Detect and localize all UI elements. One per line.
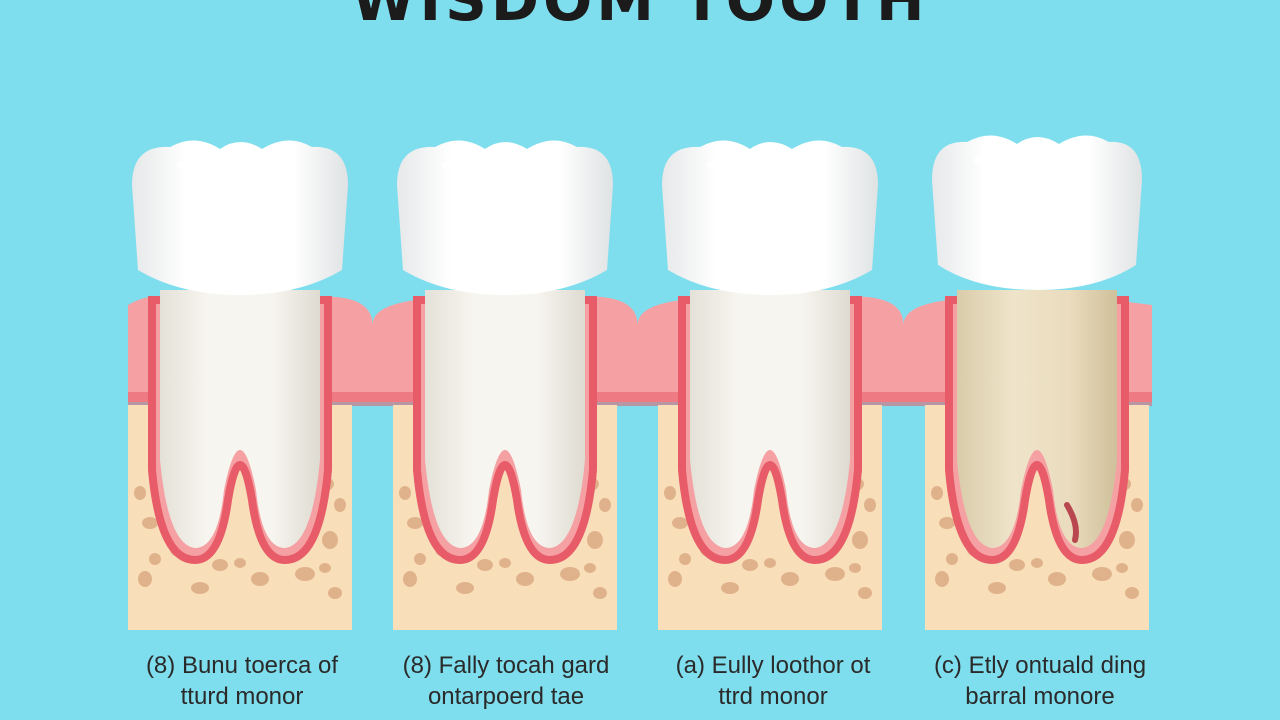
bone-trabecula <box>560 567 580 581</box>
bone-trabecula <box>1125 587 1139 599</box>
bone-trabecula <box>593 587 607 599</box>
bone-trabecula <box>1048 572 1066 586</box>
bone-trabecula <box>499 558 511 568</box>
bone-trabecula <box>858 587 872 599</box>
bone-trabecula <box>142 517 158 529</box>
bone-trabecula <box>584 563 596 573</box>
molar-tooth <box>397 140 613 565</box>
bone-trabecula <box>721 582 739 594</box>
bone-trabecula <box>599 498 611 512</box>
bone-trabecula <box>1031 558 1043 568</box>
bone-trabecula <box>742 559 758 571</box>
molar-teeth <box>132 135 1142 565</box>
bone-trabecula <box>988 582 1006 594</box>
bone-trabecula <box>939 517 955 529</box>
bone-trabecula <box>138 571 152 587</box>
caption-line: (c) Etly ontuald ding <box>933 652 1147 679</box>
bone-trabecula <box>134 486 146 500</box>
bone-trabecula <box>191 582 209 594</box>
caption-line: ontarpoerd tae <box>427 683 585 710</box>
bone-trabecula <box>935 571 949 587</box>
crown-highlight <box>442 156 488 168</box>
bone-trabecula <box>825 567 845 581</box>
caption-line: (a) Eully loothor ot <box>675 652 871 679</box>
bone-trabecula <box>852 531 868 549</box>
caption-line: barral monore <box>965 683 1115 710</box>
tooth-crown <box>932 135 1142 290</box>
bone-trabecula <box>212 559 228 571</box>
bone-trabecula <box>1131 498 1143 512</box>
tooth-root <box>957 290 1117 548</box>
gum-shadow <box>128 392 1152 406</box>
bone-trabecula <box>234 558 246 568</box>
bone-trabecula <box>664 486 676 500</box>
tooth-root <box>160 290 320 548</box>
bone-trabecula <box>414 553 426 565</box>
molar-tooth <box>132 140 348 565</box>
bone-trabecula <box>516 572 534 586</box>
bone-trabecula <box>1116 563 1128 573</box>
tooth-crown <box>397 140 613 295</box>
gum-line-band <box>128 296 1152 406</box>
bone-trabecula <box>931 486 943 500</box>
bone-trabecula <box>477 559 493 571</box>
caption-line: ttrd monor <box>718 683 828 710</box>
crown-highlight <box>707 156 753 168</box>
bone-trabecula <box>668 571 682 587</box>
bone-trabecula <box>672 517 688 529</box>
molar-tooth <box>662 140 878 565</box>
bone-trabecula <box>251 572 269 586</box>
tooth-crown <box>132 140 348 295</box>
bone-trabecula <box>322 531 338 549</box>
bone-trabecula <box>328 587 342 599</box>
crown-highlight <box>177 156 223 168</box>
tooth-root <box>425 290 585 548</box>
bone-trabecula <box>149 553 161 565</box>
gum-tissue <box>128 296 1152 402</box>
bone-trabecula <box>1009 559 1025 571</box>
caption-line: tturd monor <box>180 683 304 710</box>
bone-trabecula <box>1119 531 1135 549</box>
molar-tooth <box>932 135 1142 565</box>
diagram-title: WISDOM TOOTH <box>351 0 929 34</box>
root-lesion <box>1064 502 1079 543</box>
bone-trabecula <box>295 567 315 581</box>
bone-trabecula <box>587 531 603 549</box>
bone-trabecula <box>679 553 691 565</box>
bone-trabecula <box>781 572 799 586</box>
bone-trabecula <box>864 498 876 512</box>
bone-trabecula <box>456 582 474 594</box>
tooth-crown <box>662 140 878 295</box>
caption-molar-4: (c) Etly ontuald ding barral monore <box>895 650 1185 712</box>
bone-trabecula <box>849 563 861 573</box>
bone-trabecula <box>764 558 776 568</box>
bone-trabecula <box>1092 567 1112 581</box>
tooth-root <box>690 290 850 548</box>
caption-molar-3: (a) Eully loothor ot ttrd monor <box>628 650 918 712</box>
crown-highlight <box>974 151 1020 163</box>
caption-line: (8) Bunu toerca of <box>145 652 339 679</box>
caption-molar-1: (8) Bunu toerca of tturd monor <box>97 650 387 712</box>
bone-trabecula <box>403 571 417 587</box>
bone-trabecula <box>399 486 411 500</box>
bone-trabecula <box>407 517 423 529</box>
bone-trabecula <box>319 563 331 573</box>
caption-molar-2: (8) Fally tocah gard ontarpoerd tae <box>361 650 651 712</box>
bone-trabecula <box>334 498 346 512</box>
bone-trabecula <box>946 553 958 565</box>
caption-line: (8) Fally tocah gard <box>402 652 610 679</box>
